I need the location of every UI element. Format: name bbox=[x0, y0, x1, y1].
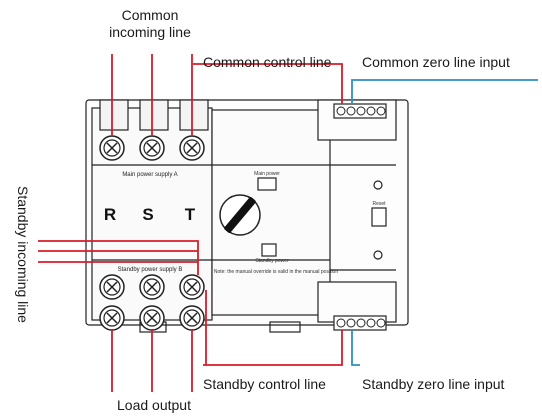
top-terminal-block bbox=[99, 99, 209, 131]
screw-icon bbox=[99, 305, 125, 331]
common-zero-line-input-label: Common zero line input bbox=[362, 54, 510, 70]
common-control-terminal-block bbox=[333, 103, 387, 119]
indicator-standby bbox=[261, 243, 277, 257]
standby-zero-line-input-label: Standby zero line input bbox=[362, 376, 505, 392]
common-control-line-label: Common control line bbox=[203, 54, 332, 70]
standby-control-terminal-block bbox=[333, 315, 387, 331]
screw-icon bbox=[179, 274, 205, 300]
standby-incoming-line-label: Standby incoming line bbox=[15, 186, 31, 323]
screw-icon bbox=[99, 135, 125, 161]
phase-r-label: R bbox=[104, 205, 116, 224]
common-incoming-line-label-1: Common bbox=[122, 7, 179, 23]
bottom-terminal-screws bbox=[99, 274, 205, 331]
reset-switch[interactable] bbox=[371, 207, 387, 227]
phase-t-label: T bbox=[185, 205, 196, 224]
rotary-handle[interactable] bbox=[219, 194, 261, 236]
note-text: Note: the manual override is valid in th… bbox=[214, 269, 338, 275]
reset-label: Reset bbox=[372, 201, 386, 207]
red-wires bbox=[38, 54, 343, 392]
led-icon bbox=[373, 250, 383, 260]
screw-icon bbox=[179, 135, 205, 161]
standby-control-line-label: Standby control line bbox=[203, 376, 326, 392]
screw-icon bbox=[139, 135, 165, 161]
led-icon bbox=[373, 180, 383, 190]
load-output-label: Load output bbox=[117, 397, 191, 413]
main-power-supply-label: Main power supply A bbox=[122, 172, 177, 178]
standby-power-small-label: Standby power bbox=[255, 258, 289, 264]
indicator-main bbox=[257, 177, 277, 191]
phase-s-label: S bbox=[142, 205, 153, 224]
main-power-small-label: Main power bbox=[254, 171, 280, 177]
screw-icon bbox=[99, 274, 125, 300]
screw-icon bbox=[179, 305, 205, 331]
blue-wires bbox=[351, 79, 538, 366]
standby-power-supply-label: Standby power supply B bbox=[118, 267, 183, 273]
screw-icon bbox=[139, 305, 165, 331]
screw-icon bbox=[139, 274, 165, 300]
top-terminal-screws bbox=[99, 135, 205, 161]
common-incoming-line-label-2: incoming line bbox=[109, 24, 191, 40]
